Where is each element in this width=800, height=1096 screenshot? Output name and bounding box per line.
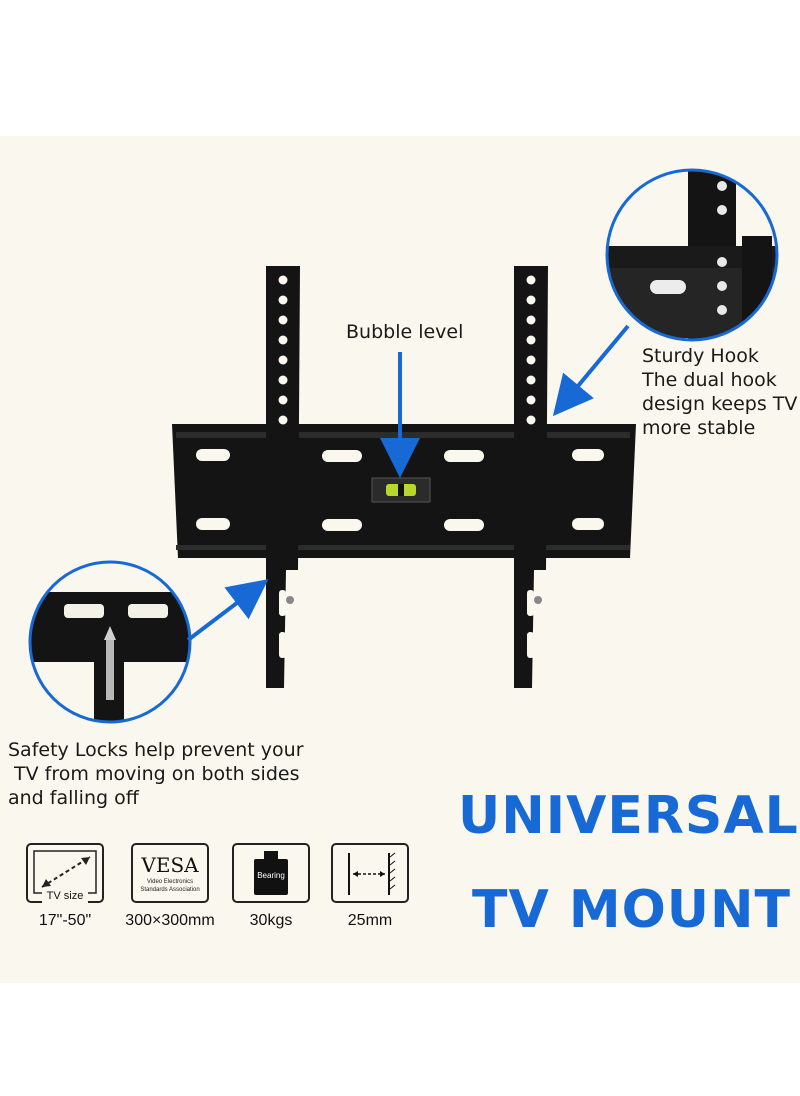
sturdy-hook-zoom [605, 168, 779, 342]
wall-distance-spec [331, 843, 409, 903]
left-vertical-arm [266, 266, 300, 688]
sturdy-hook-title: Sturdy Hook [642, 345, 759, 367]
weight-value: 30kgs [249, 912, 293, 929]
vesa-subtitle-1: Video Electronics [146, 879, 194, 885]
title-line-1: UNIVERSAL [458, 786, 799, 846]
sturdy-hook-line-2: design keeps TV [642, 393, 798, 415]
title-line-2: TV MOUNT [472, 880, 791, 940]
safety-lock-arrow [186, 579, 269, 642]
depth-value: 25mm [347, 912, 393, 929]
vesa-value: 300×300mm [125, 912, 215, 929]
sturdy-hook-line-1: The dual hook [642, 369, 777, 391]
bubble-level-label: Bubble level [346, 321, 464, 343]
bearing-tag: Bearing [257, 871, 285, 880]
bubble-level [371, 477, 431, 503]
tv-size-tag: TV size [42, 890, 88, 904]
right-vertical-arm [514, 266, 548, 688]
safety-lock-zoom [28, 560, 192, 724]
sturdy-hook-line-3: more stable [642, 417, 756, 439]
safety-lock-line-3: and falling off [8, 787, 139, 809]
vesa-spec: VESA Video Electronics Standards Associa… [131, 843, 209, 903]
safety-lock-line-2: TV from moving on both sides [8, 763, 300, 785]
weight-spec: Bearing [232, 843, 310, 903]
vesa-subtitle-2: Standards Association [140, 887, 200, 893]
safety-lock-line-1: Safety Locks help prevent your [8, 739, 304, 761]
weight-icon [254, 851, 288, 895]
tv-size-value: 17"-50" [38, 912, 92, 929]
wall-distance-icon [348, 852, 396, 895]
sturdy-hook-arrow [552, 324, 630, 417]
tv-size-spec: TV size [26, 843, 104, 904]
vesa-logo-icon: VESA [141, 853, 199, 877]
